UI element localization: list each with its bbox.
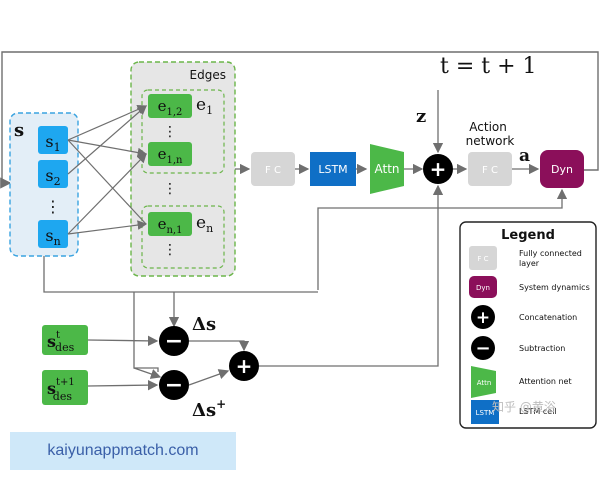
svg-text:sn: sn	[45, 226, 60, 248]
svg-text:−: −	[475, 338, 490, 359]
state-node-1: s1	[38, 126, 68, 154]
svg-text:Subtraction: Subtraction	[519, 344, 565, 353]
edges-title: Edges	[190, 68, 226, 82]
legend-item-attn: Attn Attention net	[471, 366, 572, 398]
add-to-concat-line	[259, 184, 444, 367]
state-label: s	[14, 120, 24, 141]
edge-group-1	[141, 89, 225, 174]
svg-text:s2: s2	[45, 166, 60, 188]
state-edge-connections	[67, 104, 148, 235]
edge-node-n-1: en,1	[148, 212, 192, 236]
legend-item-lstm: LSTM LSTM cell	[471, 400, 557, 424]
svg-text:Attn: Attn	[477, 379, 492, 387]
legend-title: Legend	[501, 228, 555, 243]
edge-group-1-label: e1	[196, 95, 213, 117]
edge-dots-2: ⋮	[163, 242, 177, 258]
state-node-2: s2	[38, 160, 68, 188]
svg-text:Dyn: Dyn	[476, 284, 490, 292]
target-t1-to-subtract	[87, 379, 159, 391]
add-node: +	[229, 351, 259, 381]
svg-text:−: −	[165, 373, 183, 398]
edge-node-1-2: e1,2	[148, 94, 192, 118]
edge-node-1-n: e1,n	[148, 142, 192, 166]
edge-group-n	[141, 205, 225, 269]
svg-text:LSTM cell: LSTM cell	[519, 407, 557, 416]
svg-text:+: +	[476, 308, 490, 328]
svg-text:System dynamics: System dynamics	[519, 283, 590, 292]
subtract-1-to-add	[189, 340, 250, 352]
svg-text:F C: F C	[477, 255, 488, 263]
subtract-node-1: −	[159, 326, 189, 356]
legend-item-subtraction: − Subtraction	[471, 336, 565, 360]
delta-s-label: Δs	[192, 314, 216, 335]
edge-dots-1: ⋮	[163, 124, 177, 140]
edge-group-n-label: en	[196, 213, 213, 235]
legend-item-dyn: Dyn System dynamics	[469, 276, 590, 298]
dyn-block: Dyn	[540, 150, 584, 188]
fc-layer-1: F C	[251, 152, 295, 186]
concat-node: +	[423, 154, 453, 184]
state-node-n: sn	[38, 220, 68, 248]
svg-text:e1,n: e1,n	[158, 145, 183, 166]
state-to-dyn-line	[317, 188, 568, 290]
svg-text:Dyn: Dyn	[551, 163, 573, 176]
svg-text:+: +	[430, 157, 447, 181]
edge-dots-mid: ⋮	[163, 181, 177, 197]
subtract-2-to-add	[188, 369, 230, 386]
z-label: z	[416, 106, 426, 127]
site-watermark-text: kaiyunappmatch.com	[47, 442, 199, 459]
svg-text:Attn: Attn	[374, 162, 399, 176]
delta-s-plus-label: Δs+	[192, 397, 226, 421]
zhihu-watermark: 知乎 @黄浴	[492, 400, 556, 414]
state-dots: ⋮	[45, 197, 61, 216]
svg-text:F C: F C	[482, 165, 498, 176]
svg-text:F C: F C	[265, 165, 281, 176]
attention-net: Attn	[370, 144, 404, 194]
target-t-to-subtract	[87, 335, 159, 347]
fc-layer-2: F C	[468, 152, 512, 186]
time-update-label: t = t + 1	[440, 54, 537, 79]
svg-text:LSTM: LSTM	[476, 409, 495, 417]
svg-text:Attention net: Attention net	[519, 377, 572, 386]
site-watermark: kaiyunappmatch.com	[10, 432, 236, 470]
subtract-node-2: −	[159, 370, 189, 400]
svg-text:en,1: en,1	[158, 215, 183, 236]
svg-text:Concatenation: Concatenation	[519, 313, 577, 322]
action-network-label: Action network	[466, 120, 515, 148]
state-to-subtract-2	[133, 292, 159, 372]
feedback-loop-line	[0, 51, 599, 189]
svg-text:s1: s1	[45, 132, 60, 154]
state-bottom-line	[43, 256, 318, 293]
state-feed-subtract-2	[133, 367, 162, 379]
svg-text:e1,2: e1,2	[158, 97, 183, 118]
lstm-cell: LSTM	[310, 152, 356, 186]
action-a-label: a	[519, 146, 530, 166]
legend-item-concat: + Concatenation	[471, 305, 577, 329]
svg-text:−: −	[165, 329, 183, 354]
svg-text:LSTM: LSTM	[318, 163, 347, 176]
svg-text:+: +	[236, 354, 253, 378]
